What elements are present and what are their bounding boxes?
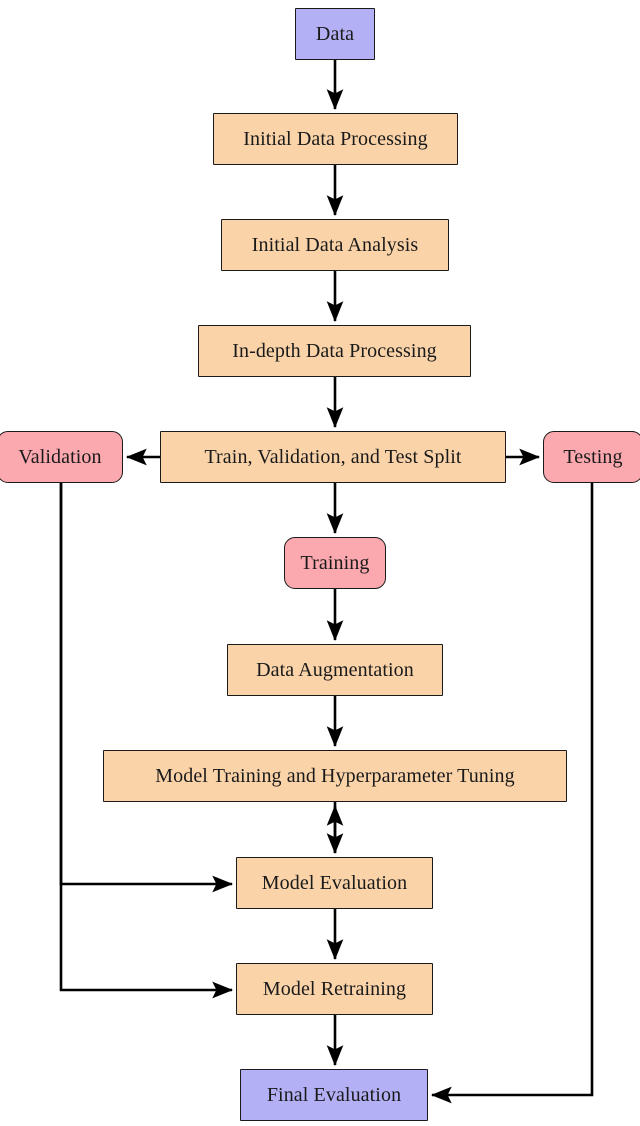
node-label: Model Evaluation (261, 872, 408, 894)
node-label: Train, Validation, and Test Split (204, 446, 462, 468)
node-label: Testing (563, 446, 623, 468)
node-indepth-data-processing[interactable]: In-depth Data Processing (198, 325, 471, 377)
node-label: Final Evaluation (266, 1084, 402, 1106)
edge-testing-to-final-evaluation (430, 483, 594, 1104)
node-initial-data-analysis[interactable]: Initial Data Analysis (221, 219, 449, 271)
edge-validation-to-model-retraining (59, 483, 234, 999)
node-label: Training (300, 552, 370, 574)
node-train-validation-test-split[interactable]: Train, Validation, and Test Split (160, 431, 506, 483)
node-testing[interactable]: Testing (543, 431, 640, 483)
node-initial-data-processing[interactable]: Initial Data Processing (213, 113, 458, 165)
node-model-evaluation[interactable]: Model Evaluation (236, 857, 433, 909)
node-data[interactable]: Data (295, 8, 375, 60)
node-model-retraining[interactable]: Model Retraining (236, 963, 433, 1015)
node-final-evaluation[interactable]: Final Evaluation (240, 1069, 428, 1121)
node-label: Data Augmentation (256, 659, 414, 681)
node-label: Model Retraining (262, 978, 407, 1000)
node-label: Initial Data Processing (243, 128, 428, 150)
node-label: Model Training and Hyperparameter Tuning (155, 765, 515, 787)
node-label: Initial Data Analysis (251, 234, 419, 256)
edge-validation-to-model-evaluation (59, 483, 234, 893)
node-label: Validation (18, 446, 102, 468)
node-training[interactable]: Training (284, 537, 386, 589)
node-label: In-depth Data Processing (232, 340, 437, 362)
node-data-augmentation[interactable]: Data Augmentation (227, 644, 443, 696)
node-validation[interactable]: Validation (0, 431, 123, 483)
node-model-training-and-hyperparameter-tuning[interactable]: Model Training and Hyperparameter Tuning (103, 750, 567, 802)
node-label: Data (315, 23, 355, 45)
